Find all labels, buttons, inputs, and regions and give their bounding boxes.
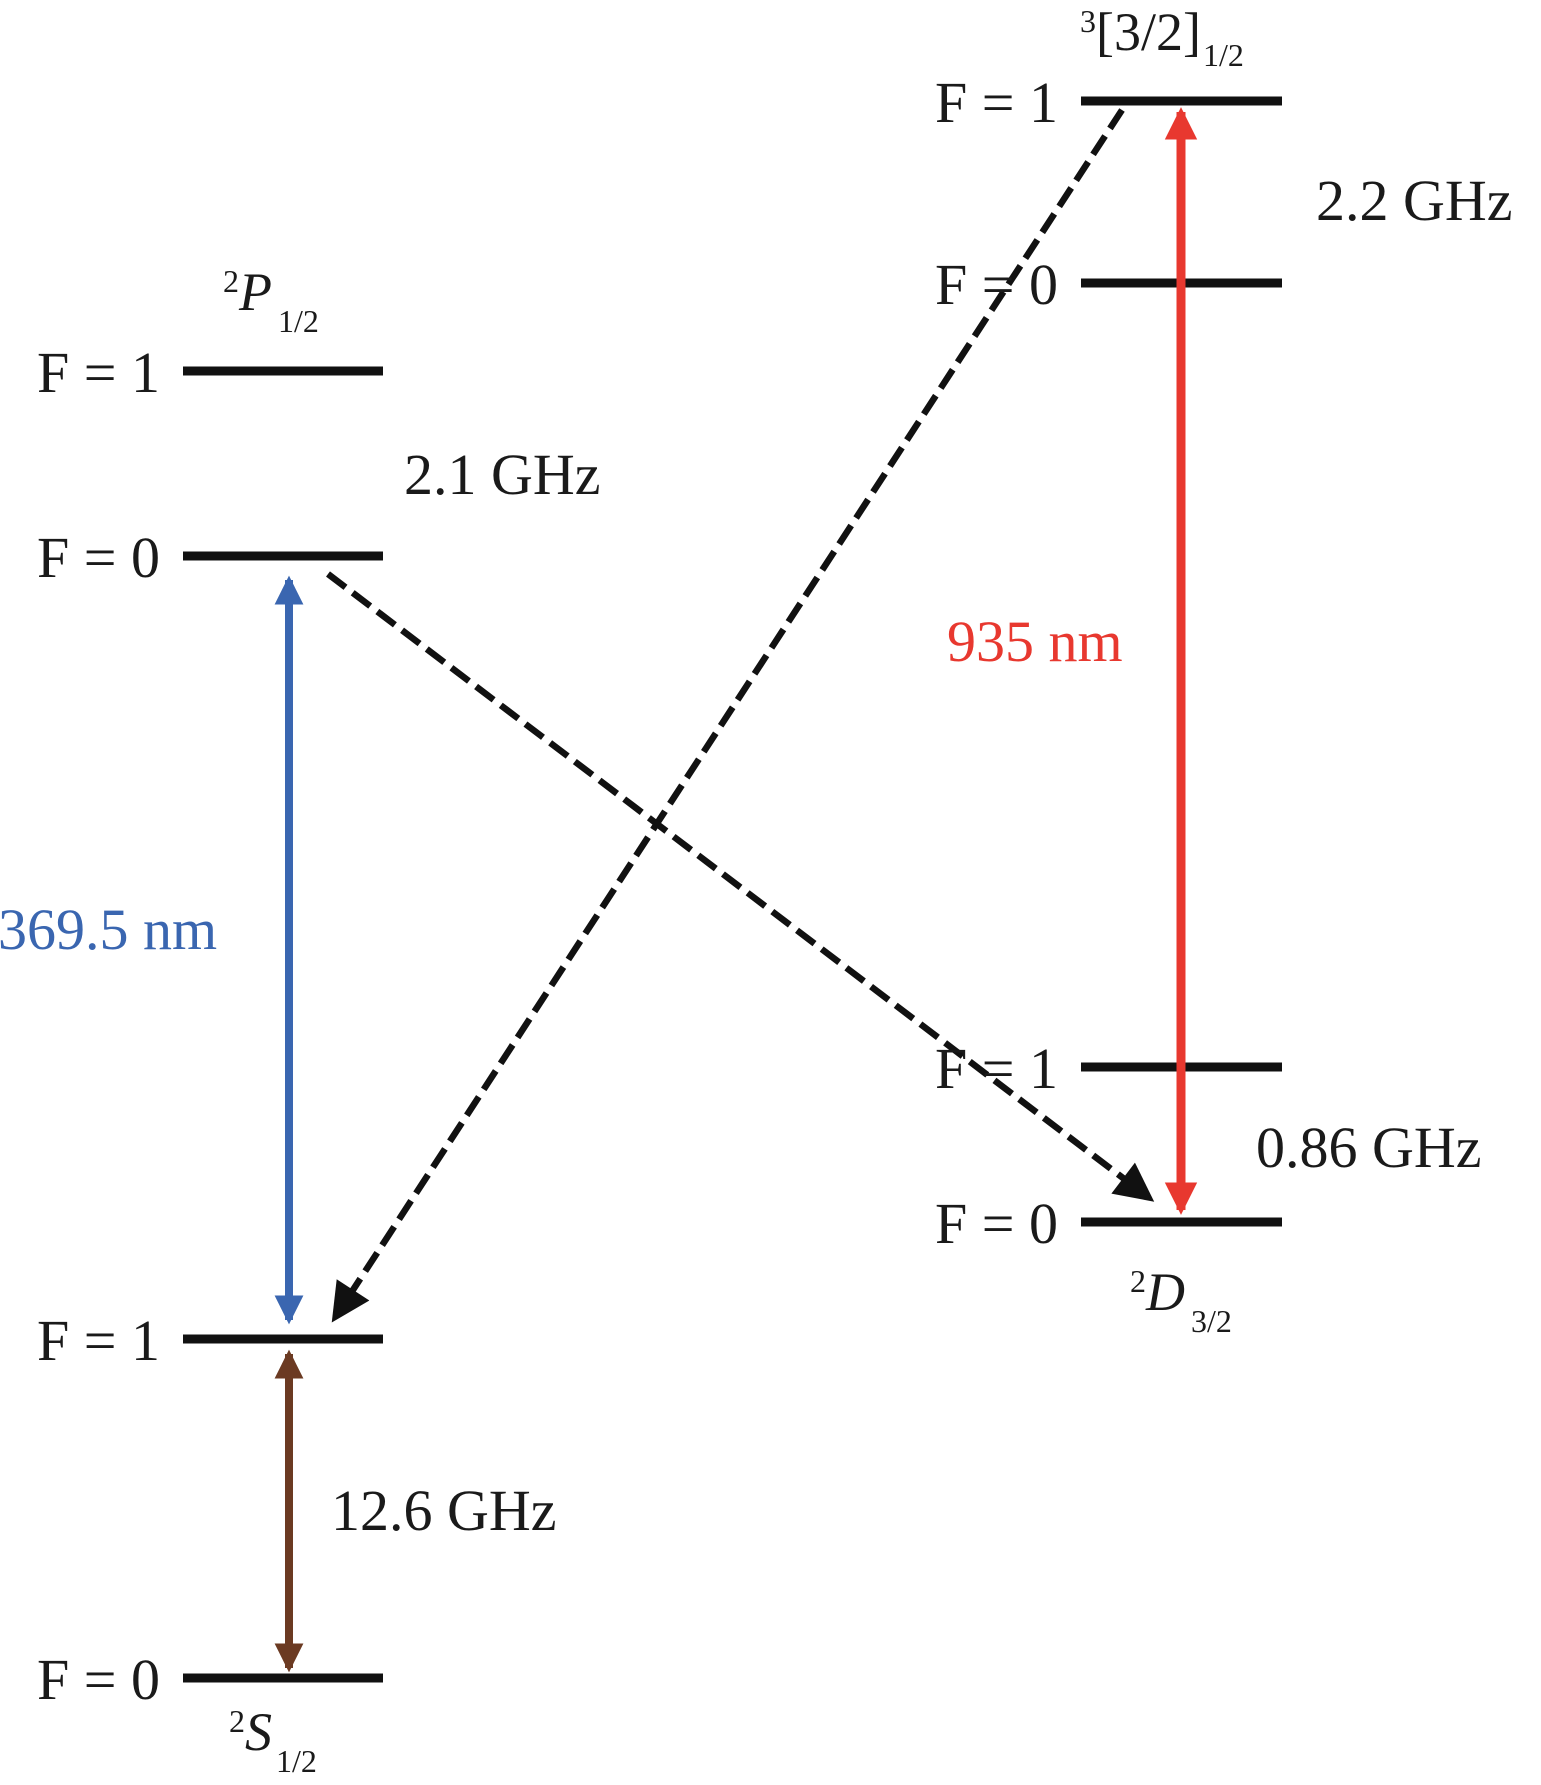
b32-splitting-label: 2.2 GHz	[1316, 168, 1513, 233]
decay-p12-to-d32-arrow	[326, 571, 1155, 1202]
s12-splitting-label: 12.6 GHz	[331, 1478, 557, 1543]
d32-f1-label: F = 1	[935, 1036, 1058, 1101]
p12-f1-label: F = 1	[37, 340, 160, 405]
decay-b32-to-s12-arrow	[331, 108, 1125, 1323]
cooling-wavelength-label: 369.5 nm	[0, 897, 217, 962]
p12-splitting-label: 2.1 GHz	[404, 442, 601, 507]
b32-state-label: 3[3/2]1/2	[1080, 2, 1244, 73]
d32-f0-label: F = 0	[935, 1191, 1058, 1256]
b32-f0-label: F = 0	[935, 252, 1058, 317]
repump-wavelength-label: 935 nm	[947, 609, 1123, 674]
d32-splitting-label: 0.86 GHz	[1256, 1115, 1482, 1180]
s12-f1-label: F = 1	[37, 1308, 160, 1373]
b32-f1-label: F = 1	[935, 70, 1058, 135]
p12-f0-label: F = 0	[37, 525, 160, 590]
s12-f0-label: F = 0	[37, 1647, 160, 1712]
